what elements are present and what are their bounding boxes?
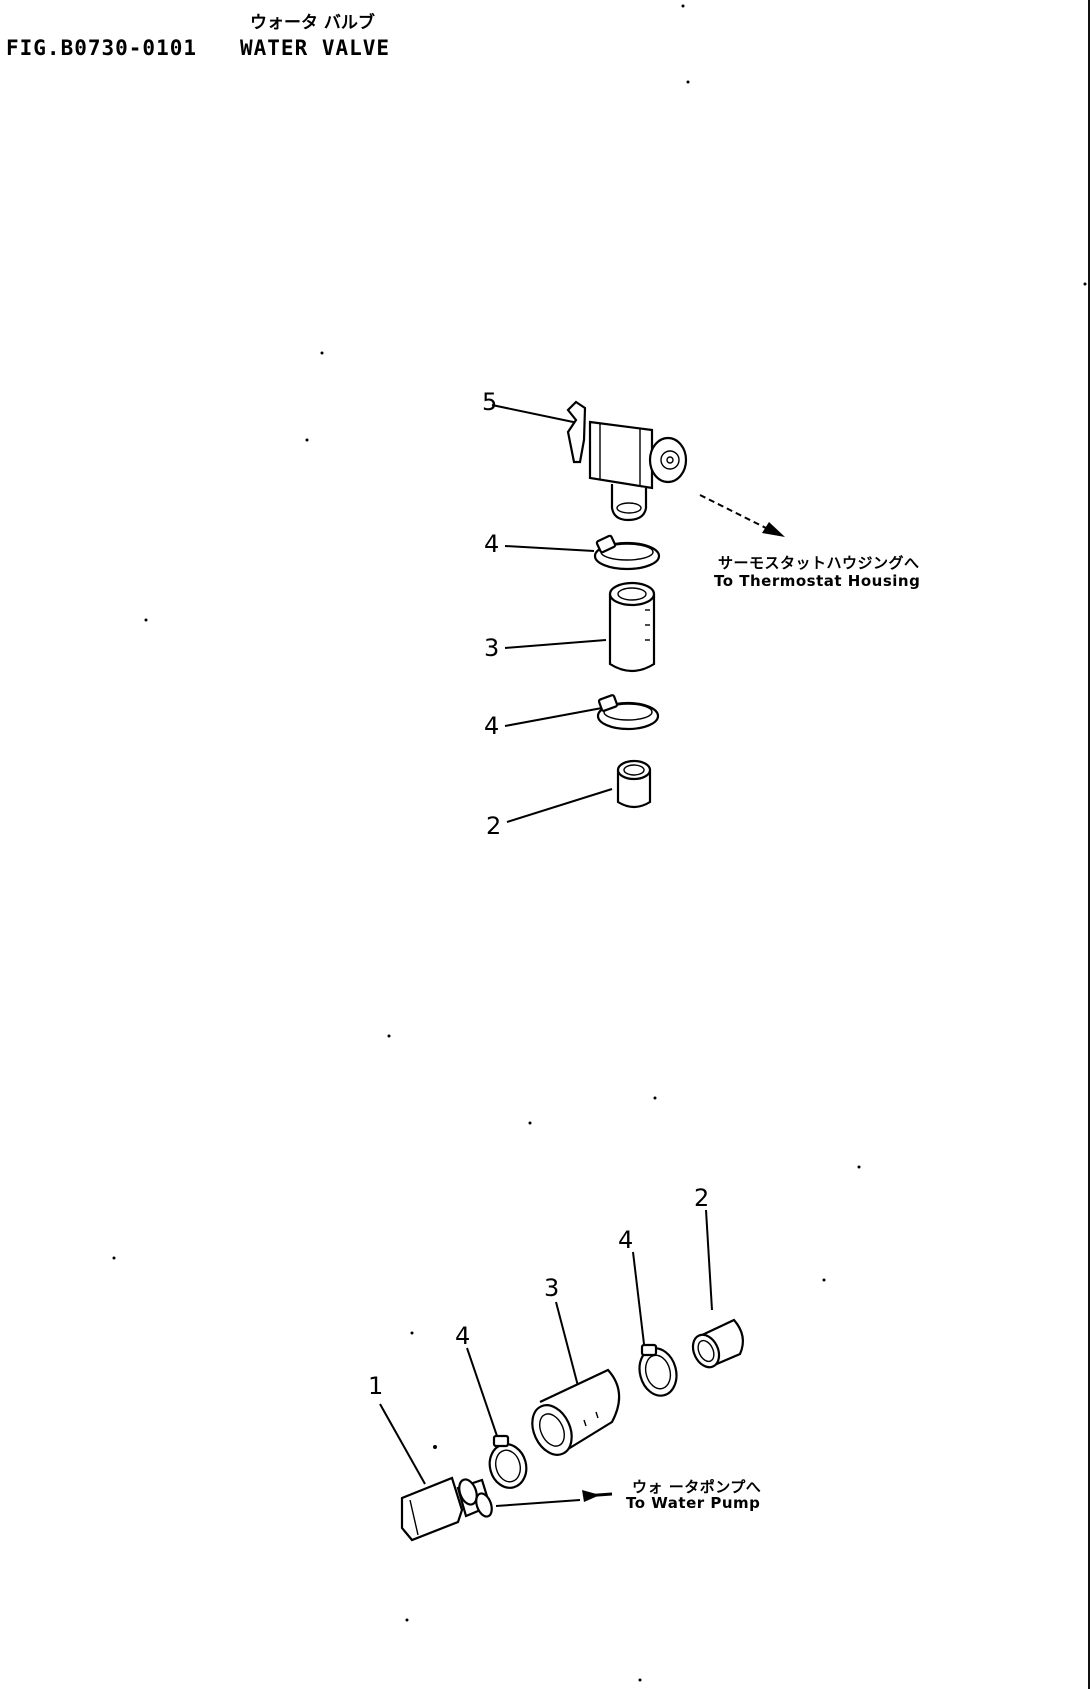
part-4-hose-clamp-middle (504, 694, 660, 731)
callout-4-lower-right: 4 (618, 1226, 634, 1254)
leader-line-4a (504, 545, 595, 552)
leader-line-1 (379, 1403, 426, 1485)
part-2-nipple-lower (691, 1209, 745, 1369)
leader-line-3a (504, 639, 607, 649)
callout-4-upper: 4 (484, 530, 500, 558)
part-5-water-valve (491, 400, 688, 522)
leader-line-2a (506, 788, 613, 823)
note-water-pump-jp: ウォ ータポンプへ (632, 1478, 762, 1496)
arrow-to-thermostat-housing (699, 494, 785, 537)
note-thermostat-en: To Thermostat Housing (714, 572, 921, 590)
leader-line-4b (504, 707, 603, 727)
leader-line-3b (555, 1301, 579, 1387)
figure-code: FIG.B0730-0101 (6, 36, 198, 60)
part-1-fitting (379, 1403, 613, 1542)
callout-4-middle: 4 (484, 712, 500, 740)
note-water-pump-en: To Water Pump (626, 1494, 761, 1512)
part-2-nipple-upper (506, 759, 652, 823)
scan-specks (112, 4, 1087, 1682)
figure-title: WATER VALVE (240, 36, 391, 60)
part-4-hose-clamp-lower-left (466, 1347, 528, 1489)
callout-5: 5 (482, 388, 498, 416)
callout-2-lower: 2 (694, 1184, 710, 1212)
callout-1: 1 (368, 1372, 384, 1400)
leader-line-5 (491, 404, 579, 424)
part-3-hose-upper (504, 581, 656, 673)
leader-line-4d (632, 1251, 645, 1345)
callout-3-upper: 3 (484, 634, 500, 662)
part-4-hose-clamp-upper (504, 534, 661, 571)
callout-4-lower-left: 4 (455, 1322, 471, 1350)
leader-line-4c (466, 1347, 498, 1437)
note-thermostat-jp: サーモスタットハウジングへ (718, 554, 920, 572)
callout-2-upper: 2 (486, 812, 502, 840)
part-4-hose-clamp-lower-right (632, 1251, 678, 1397)
callout-3-lower: 3 (544, 1274, 560, 1302)
title-japanese: ウォータ バルブ (250, 13, 375, 33)
leader-line-2b (705, 1209, 713, 1311)
part-3-hose-lower (531, 1301, 621, 1456)
